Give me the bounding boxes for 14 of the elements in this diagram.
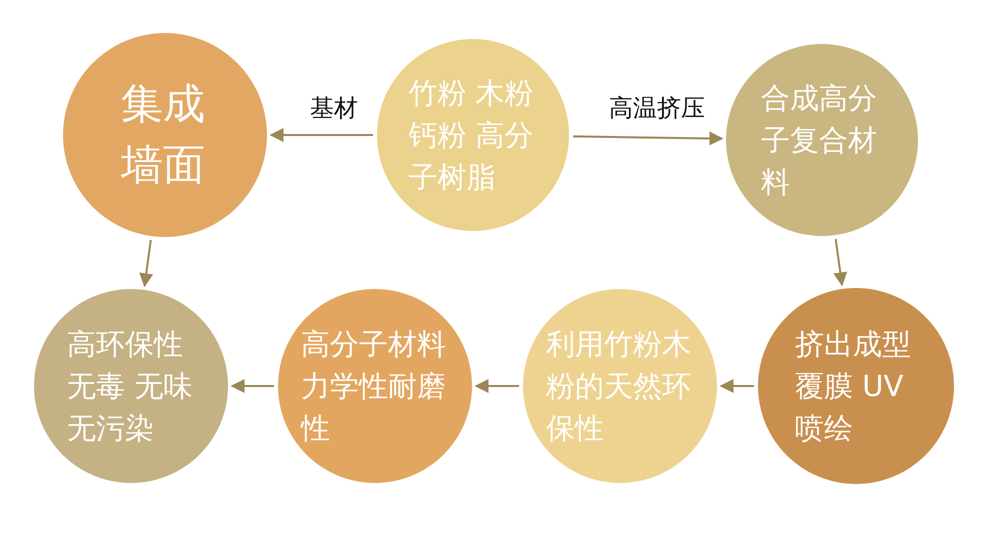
node-text: 竹粉 木粉钙粉 高分子树脂 bbox=[408, 74, 535, 196]
node-text: 合成高分子复合材料 bbox=[761, 80, 878, 202]
arrow bbox=[833, 238, 848, 286]
node-text: 高环保性无毒 无味无污染 bbox=[67, 326, 194, 448]
node-text: 高分子材料力学性耐磨性 bbox=[301, 326, 448, 448]
node-text: 挤出成型覆膜 UV喷绘 bbox=[795, 326, 912, 448]
arrow bbox=[720, 379, 754, 393]
arrow bbox=[230, 379, 274, 393]
arrow bbox=[474, 379, 519, 393]
arrow bbox=[572, 131, 724, 146]
arrow bbox=[270, 128, 373, 142]
node-text: 集成墙面 bbox=[120, 78, 206, 191]
arrow bbox=[139, 240, 154, 288]
node-text: 利用竹粉木粉的天然环保性 bbox=[546, 326, 692, 448]
